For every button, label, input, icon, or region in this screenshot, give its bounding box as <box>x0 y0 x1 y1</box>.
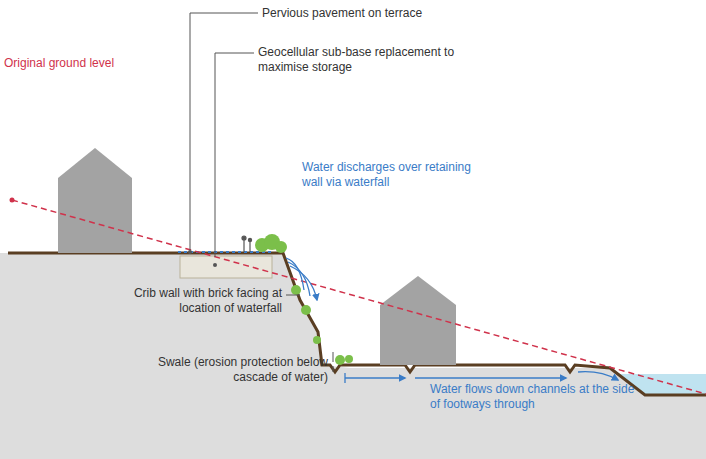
part-label: Geocellular sub-base replacement to maxi… <box>258 45 458 75</box>
part-label: Crib wall with brick facing at location … <box>110 286 282 316</box>
part-label: Swale (erosion protection below cascade … <box>130 355 328 385</box>
waterfall <box>286 258 317 300</box>
part-label: Pervious pavement on terrace <box>262 6 432 21</box>
original-ground-line <box>12 200 706 394</box>
ground-level-label: Original ground level <box>4 56 164 71</box>
leader-dot <box>213 263 217 267</box>
ground <box>0 253 706 459</box>
house <box>58 148 132 253</box>
leader-dot <box>188 250 192 254</box>
pervious-pavement <box>178 251 272 253</box>
flow-note: Water flows down channels at the side of… <box>430 382 640 412</box>
person <box>242 236 252 252</box>
house <box>380 276 456 365</box>
flow-arrow <box>345 372 618 383</box>
ground-line <box>8 253 706 395</box>
ground-marker <box>10 198 15 203</box>
flow-note: Water discharges over retaining wall via… <box>302 160 492 190</box>
